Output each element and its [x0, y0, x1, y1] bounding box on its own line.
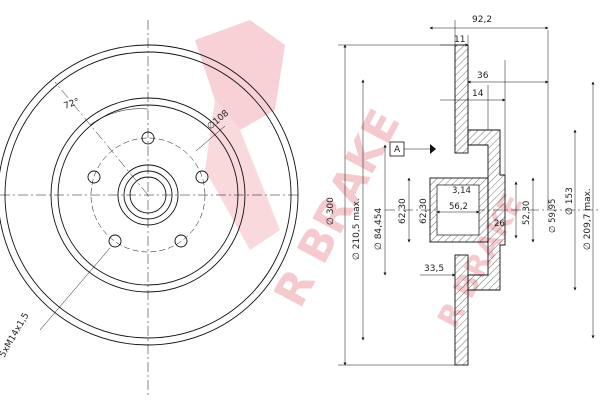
center-bore-hole — [129, 176, 167, 214]
friction-ring-inner-circle — [50, 97, 246, 293]
disc-outer-circle — [0, 44, 299, 346]
dim-3-14: 3,14 — [452, 186, 471, 196]
dim-14: 14 — [472, 89, 484, 99]
front-view: 72° ∅108 5xM14x1,5 — [0, 20, 300, 395]
dim-d59-95: ∅ 59,95 — [548, 199, 558, 233]
dim-d300: ∅ 300 — [326, 197, 336, 225]
dim-d153: ∅ 153 — [565, 187, 575, 215]
dim-62-30-side: 62,30 — [419, 198, 429, 224]
thread-leader-line — [39, 247, 111, 331]
disc-section-upper — [454, 44, 469, 154]
hub-section — [467, 129, 506, 291]
watermark-text: R BRAKE — [265, 102, 411, 316]
pcd-leader-line — [195, 125, 226, 152]
dim-top-partial: 92,2 — [472, 15, 492, 25]
bolt-hole — [87, 170, 101, 184]
bolt-hole — [141, 131, 155, 145]
thread-label: 5xM14x1,5 — [0, 311, 32, 359]
datum-a-triangle — [430, 144, 436, 154]
dim-d84: ∅ 84,454 — [374, 208, 384, 250]
dim-11: 11 — [454, 35, 465, 45]
dim-33-5: 33,5 — [424, 264, 444, 274]
angle-arc — [89, 108, 149, 126]
dim-36: 36 — [477, 71, 489, 81]
section-view: 92,2 11 36 14 A ∅ 300 ∅ 210,5 max. ∅ 84,… — [326, 15, 600, 366]
angle-label: 72° — [63, 97, 81, 112]
bearing-bore — [436, 184, 480, 236]
dim-d209: ∅ 209,7 max. — [583, 188, 593, 250]
center-bore-inner — [123, 170, 173, 220]
disc-section-lower — [454, 254, 469, 366]
hub-outer-circle — [57, 104, 239, 286]
center-bore-outer — [117, 164, 179, 226]
bolt-hole — [195, 170, 209, 184]
bolt-pitch-circle — [90, 137, 206, 253]
dim-26: 26 — [494, 219, 505, 229]
datum-a-label: A — [394, 145, 401, 155]
dim-52-30: 52,30 — [522, 201, 532, 225]
dim-56-2: 56,2 — [449, 202, 468, 212]
bolt-hole — [108, 234, 122, 248]
disc-outer-inner-circle — [4, 51, 292, 339]
bolt-holes — [87, 131, 209, 248]
dim-62-30-top: 62,30 — [398, 198, 408, 224]
dim-d210: ∅ 210,5 max. — [352, 198, 362, 260]
bolt-hole — [174, 234, 188, 248]
